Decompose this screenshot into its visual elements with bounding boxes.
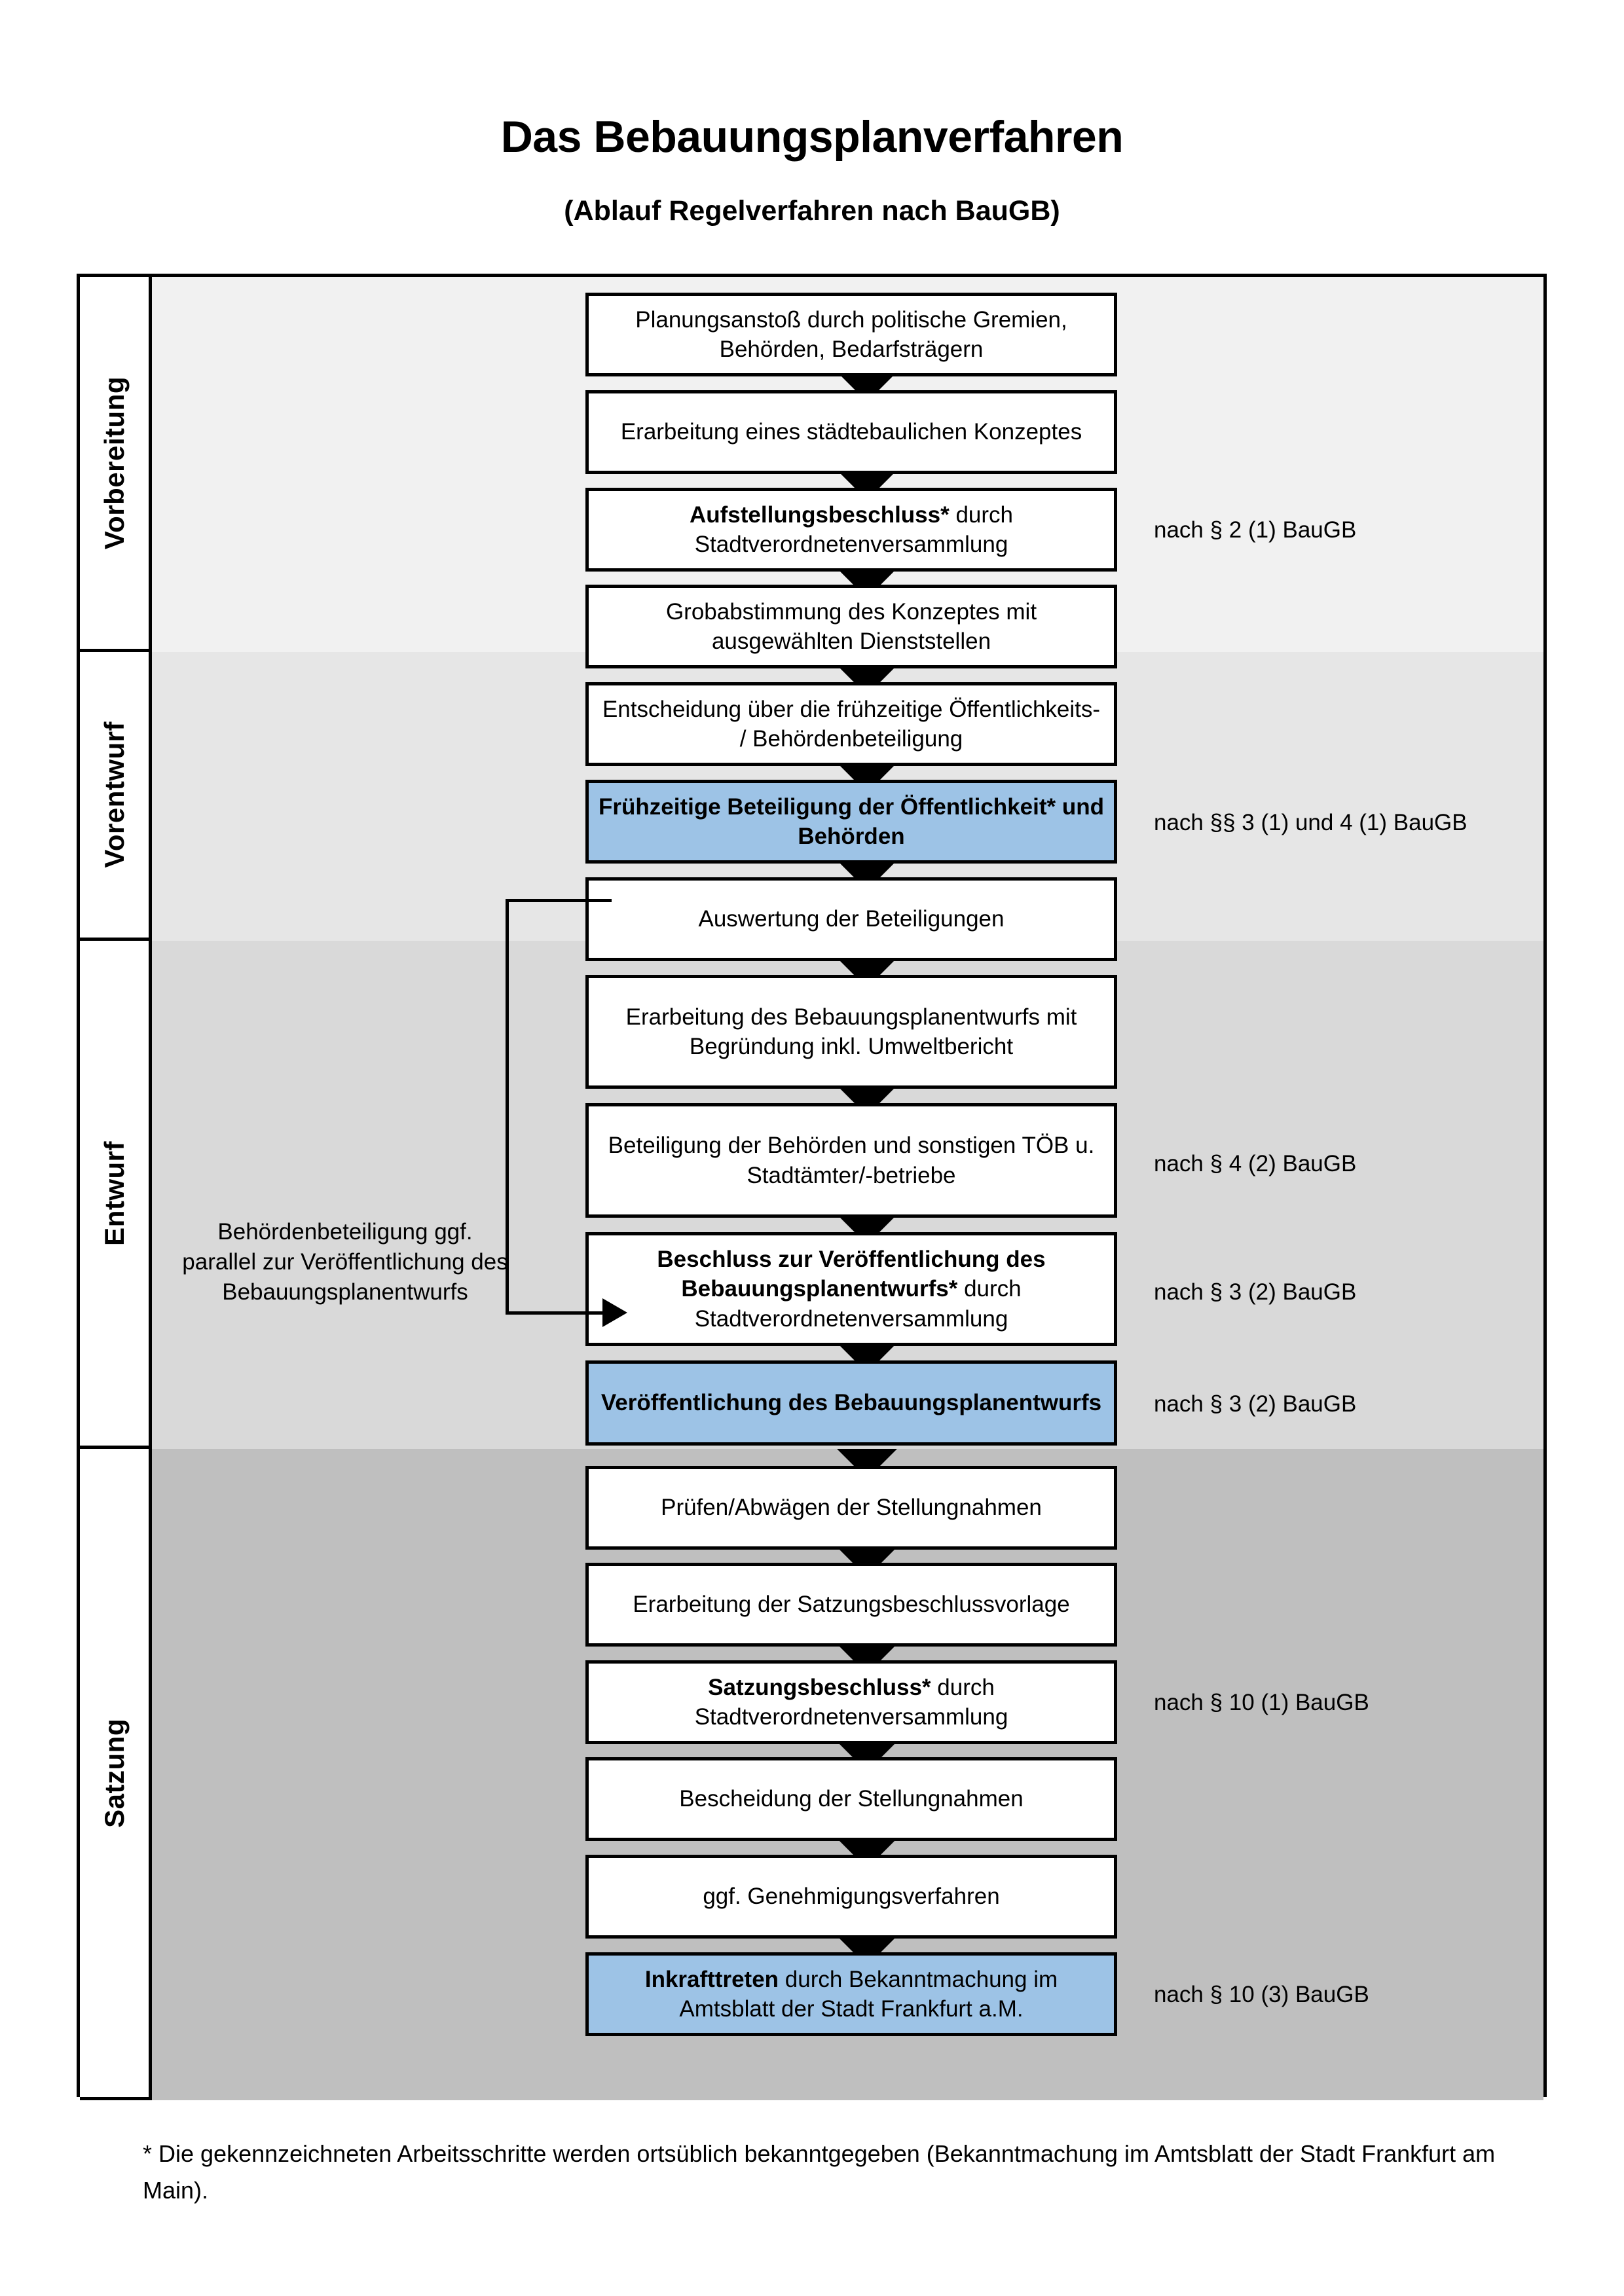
flow-step-label: Inkrafttreten durch Bekanntmachung im Am… [598, 1965, 1105, 2024]
legal-ref-s17: nach § 10 (3) BauGB [1154, 1980, 1369, 2009]
legal-ref-text: nach §§ 3 (1) und 4 (1) BauGB [1154, 810, 1467, 835]
flow-step-s8[interactable]: Erarbeitung des Bebauungsplanentwurfs mi… [585, 975, 1117, 1089]
flow-step-s5[interactable]: Entscheidung über die frühzeitige Öffent… [585, 682, 1117, 766]
flow-step-label: Erarbeitung eines städtebaulichen Konzep… [620, 419, 1082, 445]
legal-ref-s9: nach § 4 (2) BauGB [1154, 1150, 1356, 1178]
flow-step-s14[interactable]: Satzungsbeschluss* durch Stadtverordnete… [585, 1660, 1117, 1744]
side-note-behoerdenbeteiligung: Behördenbeteiligung ggf. parallel zur Ve… [178, 1217, 512, 1308]
flow-step-label: Planungsanstoß durch politische Gremien,… [635, 306, 1067, 363]
flow-step-label: Aufstellungsbeschluss* durch Stadtverord… [598, 500, 1105, 560]
flow-step-label-rest: durch Stadtverordnetenversammlung [694, 1276, 1022, 1332]
flow-step-label-bold: Beschluss zur Veröffentlichung des Bebau… [657, 1246, 1046, 1302]
bracket-bottom-line [506, 1311, 604, 1315]
legal-ref-text: nach § 3 (2) BauGB [1154, 1279, 1357, 1305]
footnote: * Die gekennzeichneten Arbeitsschritte w… [143, 2136, 1498, 2209]
bracket-top-line [506, 899, 612, 902]
bracket-vertical-line [506, 899, 509, 1315]
flow-step-s10[interactable]: Beschluss zur Veröffentlichung des Bebau… [585, 1232, 1117, 1346]
flow-step-label: Auswertung der Beteiligungen [698, 906, 1005, 932]
legal-ref-text: nach § 2 (1) BauGB [1154, 517, 1357, 543]
phase-label-entwurf: Entwurf [80, 941, 152, 1449]
phase-label-vorbereitung: Vorbereitung [80, 277, 152, 652]
phase-label-text: Vorentwurf [98, 721, 130, 868]
flow-step-label-rest: durch Stadtverordnetenversammlung [694, 501, 1014, 558]
flow-step-s6[interactable]: Frühzeitige Beteiligung der Öffentlichke… [585, 780, 1117, 864]
flow-step-s15[interactable]: Bescheidung der Stellungnahmen [585, 1757, 1117, 1841]
footnote-text: * Die gekennzeichneten Arbeitsschritte w… [143, 2140, 1496, 2204]
phase-label-satzung: Satzung [80, 1449, 152, 2100]
phase-label-vorentwurf: Vorentwurf [80, 652, 152, 941]
phase-label-text: Entwurf [98, 1140, 130, 1246]
flow-step-label-rest: durch Bekanntmachung im Amtsblatt der St… [679, 1966, 1058, 2022]
legal-ref-text: nach § 10 (1) BauGB [1154, 1690, 1369, 1715]
page-subtitle: (Ablauf Regelverfahren nach BauGB) [564, 194, 1060, 227]
flow-step-s17[interactable]: Inkrafttreten durch Bekanntmachung im Am… [585, 1952, 1117, 2036]
flow-step-label: Veröffentlichung des Bebauungsplanentwur… [598, 1388, 1105, 1418]
phase-label-text: Vorbereitung [98, 376, 130, 550]
flow-step-label: Entscheidung über die frühzeitige Öffent… [602, 696, 1101, 752]
flow-step-s4[interactable]: Grobabstimmung des Konzeptes mit ausgewä… [585, 585, 1117, 668]
bracket-arrowhead-icon [602, 1298, 627, 1327]
flow-step-label-bold: Satzungsbeschluss* [708, 1674, 931, 1700]
flow-step-s9[interactable]: Beteiligung der Behörden und sonstigen T… [585, 1103, 1117, 1218]
flowchart-frame: Vorbereitung Vorentwurf Entwurf Satzung [77, 274, 1547, 2100]
flow-step-label: Beschluss zur Veröffentlichung des Bebau… [598, 1245, 1105, 1334]
flow-step-label-rest: durch Stadtverordnetenversammlung [694, 1674, 1008, 1730]
flow-step-label: Bescheidung der Stellungnahmen [679, 1786, 1024, 1812]
flow-step-label-bold: Veröffentlichung des Bebauungsplanentwur… [600, 1390, 1102, 1416]
flow-step-label: Satzungsbeschluss* durch Stadtverordnete… [598, 1673, 1105, 1732]
flow-step-label: ggf. Genehmigungsverfahren [703, 1884, 1000, 1910]
phase-label-text: Satzung [98, 1718, 130, 1828]
page-title: Das Bebauungsplanverfahren [500, 112, 1124, 162]
title-block: Das Bebauungsplanverfahren (Ablauf Regel… [0, 113, 1624, 227]
flow-step-label-bold: Aufstellungsbeschluss* [689, 501, 950, 528]
flow-step-s1[interactable]: Planungsanstoß durch politische Gremien,… [585, 293, 1117, 376]
flow-step-label-bold: Frühzeitige Beteiligung der Öffentlichke… [599, 793, 1104, 850]
legal-ref-s3: nach § 2 (1) BauGB [1154, 516, 1356, 545]
flow-step-s7[interactable]: Auswertung der Beteiligungen [585, 877, 1117, 961]
legal-ref-text: nach § 3 (2) BauGB [1154, 1391, 1357, 1417]
flow-step-s13[interactable]: Erarbeitung der Satzungsbeschlussvorlage [585, 1563, 1117, 1647]
flow-step-label: Beteiligung der Behörden und sonstigen T… [608, 1133, 1095, 1188]
legal-ref-text: nach § 4 (2) BauGB [1154, 1151, 1357, 1176]
legal-ref-text: nach § 10 (3) BauGB [1154, 1982, 1369, 2007]
flow-step-s11[interactable]: Veröffentlichung des Bebauungsplanentwur… [585, 1360, 1117, 1446]
flow-step-s2[interactable]: Erarbeitung eines städtebaulichen Konzep… [585, 390, 1117, 474]
side-note-text: Behördenbeteiligung ggf. parallel zur Ve… [182, 1219, 508, 1305]
flow-step-s16[interactable]: ggf. Genehmigungsverfahren [585, 1855, 1117, 1939]
flow-step-s12[interactable]: Prüfen/Abwägen der Stellungnahmen [585, 1466, 1117, 1550]
flow-step-label: Prüfen/Abwägen der Stellungnahmen [661, 1495, 1042, 1521]
flow-step-label-bold: Inkrafttreten [644, 1966, 779, 1992]
legal-ref-s6: nach §§ 3 (1) und 4 (1) BauGB [1154, 809, 1467, 837]
flow-step-label: Grobabstimmung des Konzeptes mit ausgewä… [665, 598, 1037, 655]
flow-step-label: Erarbeitung des Bebauungsplanentwurfs mi… [625, 1004, 1077, 1060]
flow-step-s3[interactable]: Aufstellungsbeschluss* durch Stadtverord… [585, 488, 1117, 572]
flow-step-label: Erarbeitung der Satzungsbeschlussvorlage [633, 1592, 1070, 1618]
legal-ref-s11: nach § 3 (2) BauGB [1154, 1390, 1356, 1419]
legal-ref-s14: nach § 10 (1) BauGB [1154, 1688, 1369, 1717]
flow-step-label: Frühzeitige Beteiligung der Öffentlichke… [598, 792, 1105, 852]
legal-ref-s10: nach § 3 (2) BauGB [1154, 1278, 1356, 1307]
parallel-process-bracket [506, 899, 630, 1327]
